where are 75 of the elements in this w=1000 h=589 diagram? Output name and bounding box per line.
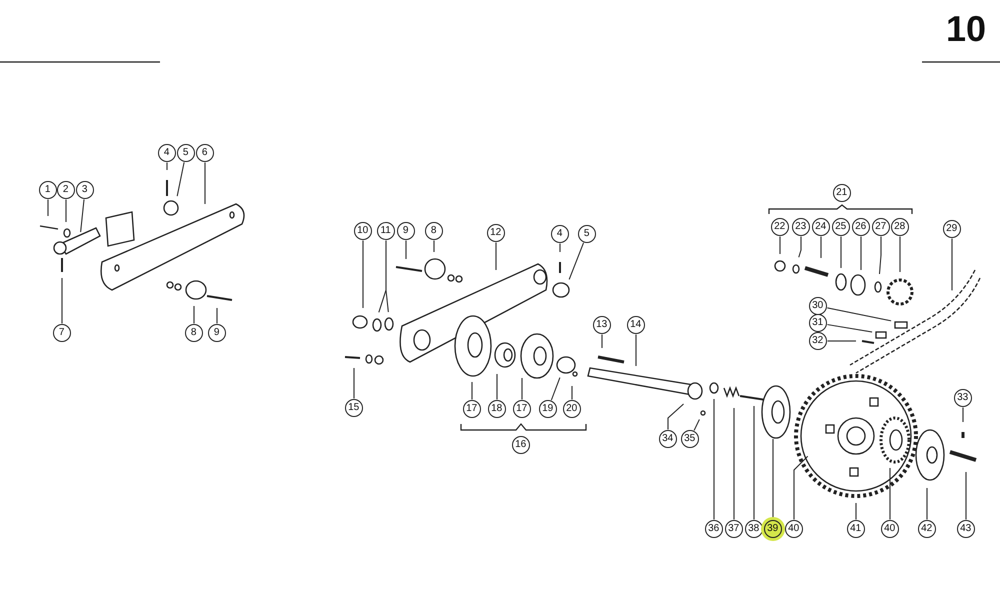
callout-number: 40 (784, 520, 803, 538)
leader-line (176, 162, 185, 197)
callout-number: 7 (52, 324, 71, 342)
callout-number: 41 (846, 520, 865, 538)
callout-number: 33 (954, 388, 972, 407)
leader-line (772, 438, 774, 520)
callout-number: 6 (196, 144, 214, 162)
leader-line (860, 236, 862, 270)
callout-number: 3 (76, 180, 94, 199)
leader-line (362, 240, 364, 308)
callout-number: 20 (562, 400, 581, 418)
callout-number: 12 (486, 224, 505, 242)
leader-line (826, 324, 873, 333)
callout-number: 4 (550, 224, 569, 243)
callout-number: 19 (538, 400, 557, 418)
leader-line (878, 236, 882, 275)
page-number: 10 (946, 8, 986, 50)
callout-number: 9 (396, 222, 415, 240)
callout-number: 13 (592, 316, 611, 334)
callout-number: 25 (832, 218, 850, 236)
leader-line (820, 236, 822, 258)
callout-number: 9 (208, 324, 226, 342)
callout-number: 35 (680, 430, 699, 448)
callout-number: 31 (808, 314, 827, 332)
callout-number: 5 (578, 224, 596, 243)
callout-number: 29 (942, 220, 961, 238)
leader-line (496, 374, 498, 400)
callout-number: 37 (724, 520, 743, 538)
leader-line (951, 238, 952, 291)
callout-number: 17 (462, 400, 481, 418)
callout-number: 27 (872, 218, 890, 236)
callout-number: 18 (488, 400, 506, 418)
leader-line (798, 236, 802, 258)
leader-line (166, 162, 168, 170)
leader-line (386, 240, 389, 313)
callout-number: 26 (852, 218, 870, 236)
callout-number: 32 (808, 332, 827, 350)
leader-line (568, 242, 584, 280)
callout-number: 8 (184, 324, 203, 342)
callout-number: 2 (56, 180, 75, 199)
callout-number: 38 (744, 520, 763, 538)
callout-number: 43 (956, 520, 975, 538)
callout-number: 40 (880, 520, 899, 538)
leader-line (962, 407, 964, 422)
callout-number: 14 (626, 316, 645, 334)
callout-number: 30 (808, 296, 827, 315)
leader-line (840, 236, 842, 268)
leader-line (216, 308, 218, 324)
callout-number: 4 (158, 144, 176, 162)
callout-number: 22 (770, 218, 789, 236)
leader-line (694, 418, 700, 431)
leader-line (668, 404, 684, 430)
callout-number: 11 (376, 222, 395, 240)
leader-line (550, 377, 560, 401)
callout-number: 10 (354, 222, 372, 240)
callout-number: 42 (918, 520, 936, 538)
callout-number: 28 (890, 218, 909, 236)
callout-number: 8 (424, 222, 443, 240)
leader-line (826, 307, 892, 322)
callout-number: 15 (344, 398, 363, 417)
leader-line (827, 340, 856, 342)
callout-number: 5 (176, 144, 195, 162)
callout-number: 17 (512, 400, 531, 418)
leader-line (926, 488, 928, 520)
callout-number: 16 (512, 436, 530, 454)
leader-line (204, 162, 206, 204)
callout-number: 23 (792, 218, 810, 236)
leader-line (80, 198, 85, 233)
callout-number: 1 (38, 180, 57, 199)
callout-number: 34 (658, 430, 677, 448)
callout-number: 39 (764, 520, 782, 538)
callout-number: 21 (832, 184, 851, 202)
callout-number: 24 (812, 218, 830, 236)
callout-number: 36 (704, 520, 723, 538)
leader-line (794, 456, 808, 520)
